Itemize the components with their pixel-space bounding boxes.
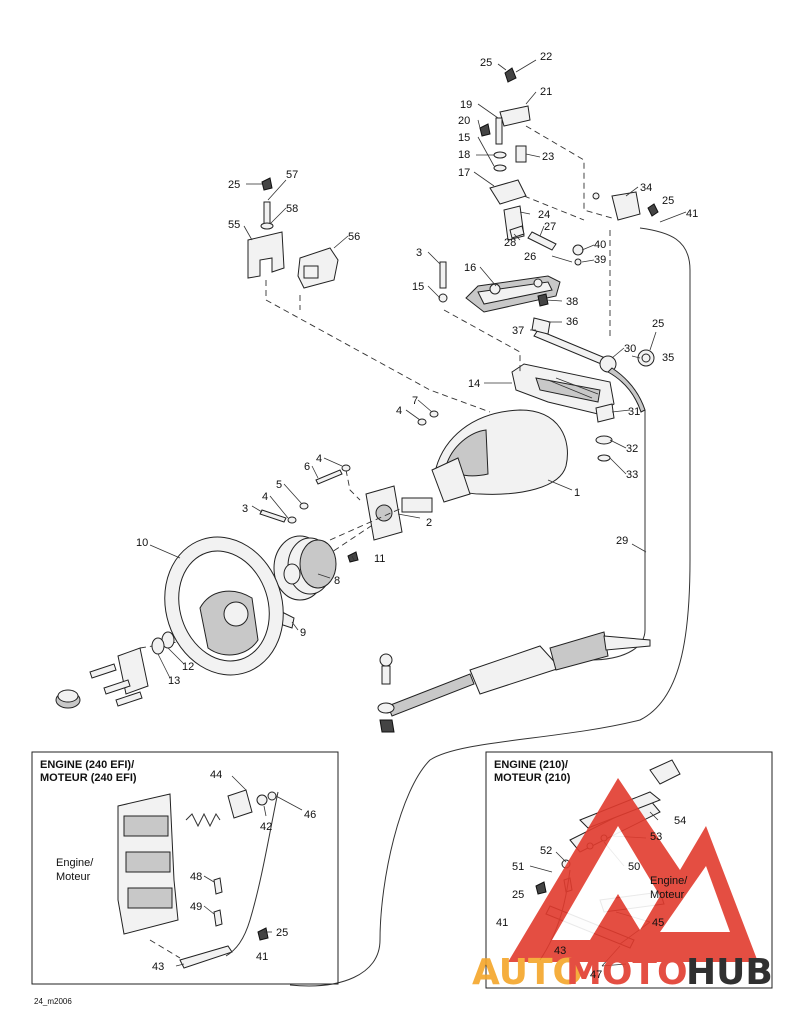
inset-engine-240 xyxy=(31,751,339,985)
part-label: 37 xyxy=(512,325,524,337)
part-label: 52 xyxy=(540,845,552,857)
watermark-hub-text: HUB xyxy=(686,952,773,993)
part-label: 31 xyxy=(628,406,640,418)
bracket-55-56 xyxy=(247,177,339,289)
part-label: 9 xyxy=(300,627,306,639)
part-label: 45 xyxy=(652,917,664,929)
part-label: 39 xyxy=(594,254,606,266)
part-label: 26 xyxy=(524,251,536,263)
part-label: 24 xyxy=(538,209,550,221)
part-label: 3 xyxy=(242,503,248,515)
part-label: 25 xyxy=(652,318,664,330)
part-label: 14 xyxy=(468,378,480,390)
part-label: 50 xyxy=(628,861,640,873)
leader-lines xyxy=(149,59,687,967)
part-label: 58 xyxy=(286,203,298,215)
part-number-labels: 1 2 3 4 5 6 4 4 7 8 9 10 11 12 13 14 15 … xyxy=(136,51,698,981)
part-label: 18 xyxy=(458,149,470,161)
part-label: 54 xyxy=(674,815,686,827)
steering-bracket-assembly xyxy=(289,67,691,987)
part-label: 36 xyxy=(566,316,578,328)
part-label: 33 xyxy=(626,469,638,481)
part-label: 4 xyxy=(396,405,402,417)
part-label: 12 xyxy=(182,661,194,673)
part-label: 1 xyxy=(574,487,580,499)
part-label: 41 xyxy=(256,951,268,963)
part-label: 32 xyxy=(626,443,638,455)
part-label: 5 xyxy=(276,479,282,491)
part-label: 6 xyxy=(304,461,310,473)
part-label: 20 xyxy=(458,115,470,127)
part-label: 4 xyxy=(316,453,322,465)
part-label: 49 xyxy=(190,901,202,913)
part-label: 25 xyxy=(276,927,288,939)
watermark-moto-text: MOTO xyxy=(566,952,688,993)
part-label: 55 xyxy=(228,219,240,231)
steering-column xyxy=(55,409,568,709)
part-label: 30 xyxy=(624,343,636,355)
automotohub-watermark-logo: AUTO MOTO HUB xyxy=(472,778,773,993)
part-label: 29 xyxy=(616,535,628,547)
part-label: 13 xyxy=(168,675,180,687)
part-label: 40 xyxy=(594,239,606,251)
part-label: 34 xyxy=(640,182,652,194)
part-label: 43 xyxy=(554,945,566,957)
inset-240-engine-line2: Moteur xyxy=(56,871,91,883)
part-label: 19 xyxy=(460,99,472,111)
part-label: 16 xyxy=(464,262,476,274)
part-label: 21 xyxy=(540,86,552,98)
part-label: 35 xyxy=(662,352,674,364)
part-label: 7 xyxy=(412,395,418,407)
part-label: 10 xyxy=(136,537,148,549)
part-label: 41 xyxy=(496,917,508,929)
part-label: 41 xyxy=(686,208,698,220)
inset-240-title-line2: MOTEUR (240 EFI) xyxy=(40,772,137,784)
part-label: 11 xyxy=(374,553,385,565)
part-label: 38 xyxy=(566,296,578,308)
part-label: 48 xyxy=(190,871,202,883)
part-label: 25 xyxy=(228,179,240,191)
part-label: 3 xyxy=(416,247,422,259)
part-label: 25 xyxy=(512,889,524,901)
part-label: 43 xyxy=(152,961,164,973)
part-label: 44 xyxy=(210,769,222,781)
part-label: 47 xyxy=(590,969,602,981)
inset-210-engine-line1: Engine/ xyxy=(650,875,688,887)
inset-210-title-line1: ENGINE (210)/ xyxy=(494,759,568,771)
inset-titles: ENGINE (240 EFI)/ MOTEUR (240 EFI) Engin… xyxy=(34,759,688,1006)
part-label: 53 xyxy=(650,831,662,843)
part-label: 15 xyxy=(412,281,424,293)
footer-code: 24_m2006 xyxy=(34,997,72,1006)
part-label: 46 xyxy=(304,809,316,821)
watermark-auto-text: AUTO xyxy=(472,952,583,993)
part-label: 25 xyxy=(662,195,674,207)
part-label: 51 xyxy=(512,861,524,873)
part-label: 17 xyxy=(458,167,470,179)
part-label: 8 xyxy=(334,575,340,587)
part-label: 57 xyxy=(286,169,298,181)
cable-end-assembly xyxy=(377,631,651,733)
part-label: 22 xyxy=(540,51,552,63)
part-label: 28 xyxy=(504,237,516,249)
inset-240-engine-line1: Engine/ xyxy=(56,857,94,869)
part-label: 42 xyxy=(260,821,272,833)
part-label: 23 xyxy=(542,151,554,163)
part-label: 56 xyxy=(348,231,360,243)
part-label: 25 xyxy=(480,57,492,69)
inset-210-title-line2: MOTEUR (210) xyxy=(494,772,571,784)
inset-240-title-line1: ENGINE (240 EFI)/ xyxy=(40,759,134,771)
inset-210-engine-line2: Moteur xyxy=(650,889,685,901)
part-label: 27 xyxy=(544,221,556,233)
part-label: 2 xyxy=(426,517,432,529)
part-label: 4 xyxy=(262,491,268,503)
part-label: 15 xyxy=(458,132,470,144)
